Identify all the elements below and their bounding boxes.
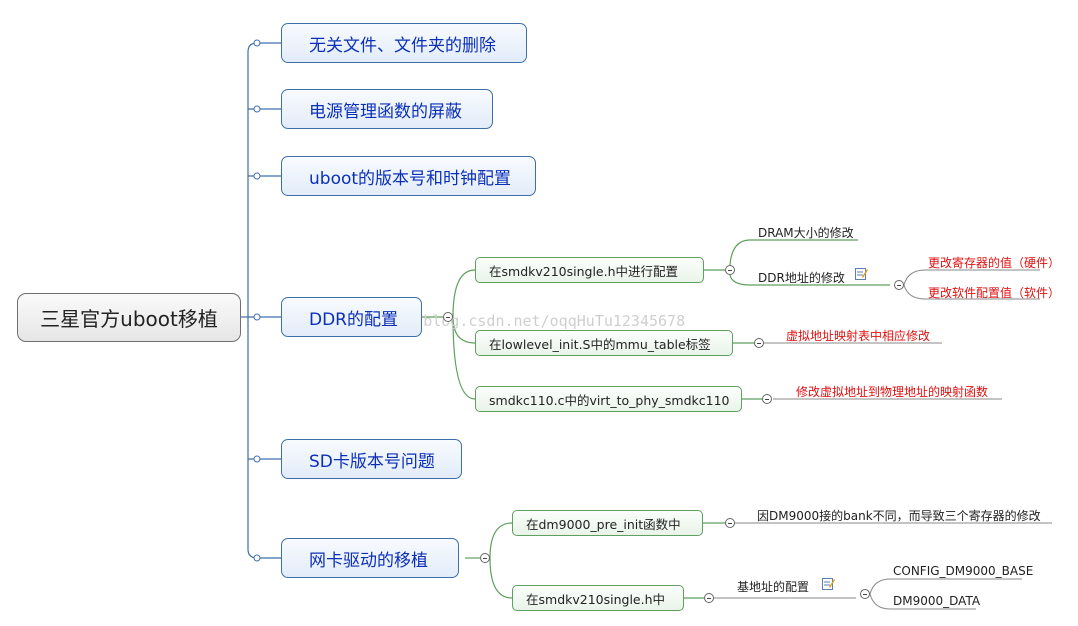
collapse-virt-to-phy-button[interactable] (762, 394, 772, 404)
collapse-smdk-h-button[interactable] (704, 593, 714, 603)
sub-virt-to-phy[interactable]: smdkc110.c中的virt_to_phy_smdkc110 (475, 386, 742, 412)
sub-lowlevel-mmu-table[interactable]: 在lowlevel_init.S中的mmu_table标签 (475, 330, 733, 356)
collapse-smdk-config-button[interactable] (725, 265, 735, 275)
leaf-config-dm9000-base[interactable]: CONFIG_DM9000_BASE (893, 564, 1034, 578)
leaf-software-config[interactable]: 更改软件配置值（软件） (928, 286, 1061, 300)
leaf-dram-size[interactable]: DRAM大小的修改 (758, 226, 854, 240)
branch-version-clock[interactable]: uboot的版本号和时钟配置 (281, 156, 536, 196)
branch-sd-version[interactable]: SD卡版本号问题 (281, 439, 462, 479)
collapse-ddr-button[interactable] (443, 312, 453, 322)
note-icon (855, 268, 868, 280)
leaf-dm9000-data[interactable]: DM9000_DATA (893, 594, 981, 608)
branch-nic-driver[interactable]: 网卡驱动的移植 (281, 538, 459, 578)
collapse-ddr-address-button[interactable] (894, 280, 904, 290)
leaf-mapping-function[interactable]: 修改虚拟地址到物理地址的映射函数 (796, 385, 989, 399)
sub-dm9000-pre-init[interactable]: 在dm9000_pre_init函数中 (512, 510, 703, 536)
leaf-bank-registers[interactable]: 因DM9000接的bank不同，而导致三个寄存器的修改 (757, 509, 1041, 523)
branch-ddr-config[interactable]: DDR的配置 (281, 297, 422, 337)
collapse-mmu-table-button[interactable] (754, 338, 764, 348)
note-icon (822, 578, 835, 590)
sub-smdkv210single-h[interactable]: 在smdkv210single.h中 (512, 585, 684, 611)
collapse-nic-button[interactable] (480, 553, 490, 563)
root-node[interactable]: 三星官方uboot移植 (17, 293, 241, 342)
leaf-base-address[interactable]: 基地址的配置 (737, 580, 810, 594)
watermark-text: http://blog.csdn.net/oqqHuTu12345678 (360, 312, 686, 330)
sub-smdkv210single-config[interactable]: 在smdkv210single.h中进行配置 (475, 257, 704, 283)
leaf-register-hardware[interactable]: 更改寄存器的值（硬件） (928, 256, 1061, 270)
leaf-ddr-address[interactable]: DDR地址的修改 (758, 271, 845, 285)
branch-power-management[interactable]: 电源管理函数的屏蔽 (281, 89, 493, 129)
branch-delete-files[interactable]: 无关文件、文件夹的删除 (281, 23, 527, 63)
leaf-virtual-map-table[interactable]: 虚拟地址映射表中相应修改 (786, 329, 931, 343)
collapse-pre-init-button[interactable] (725, 518, 735, 528)
collapse-base-address-button[interactable] (860, 589, 870, 599)
